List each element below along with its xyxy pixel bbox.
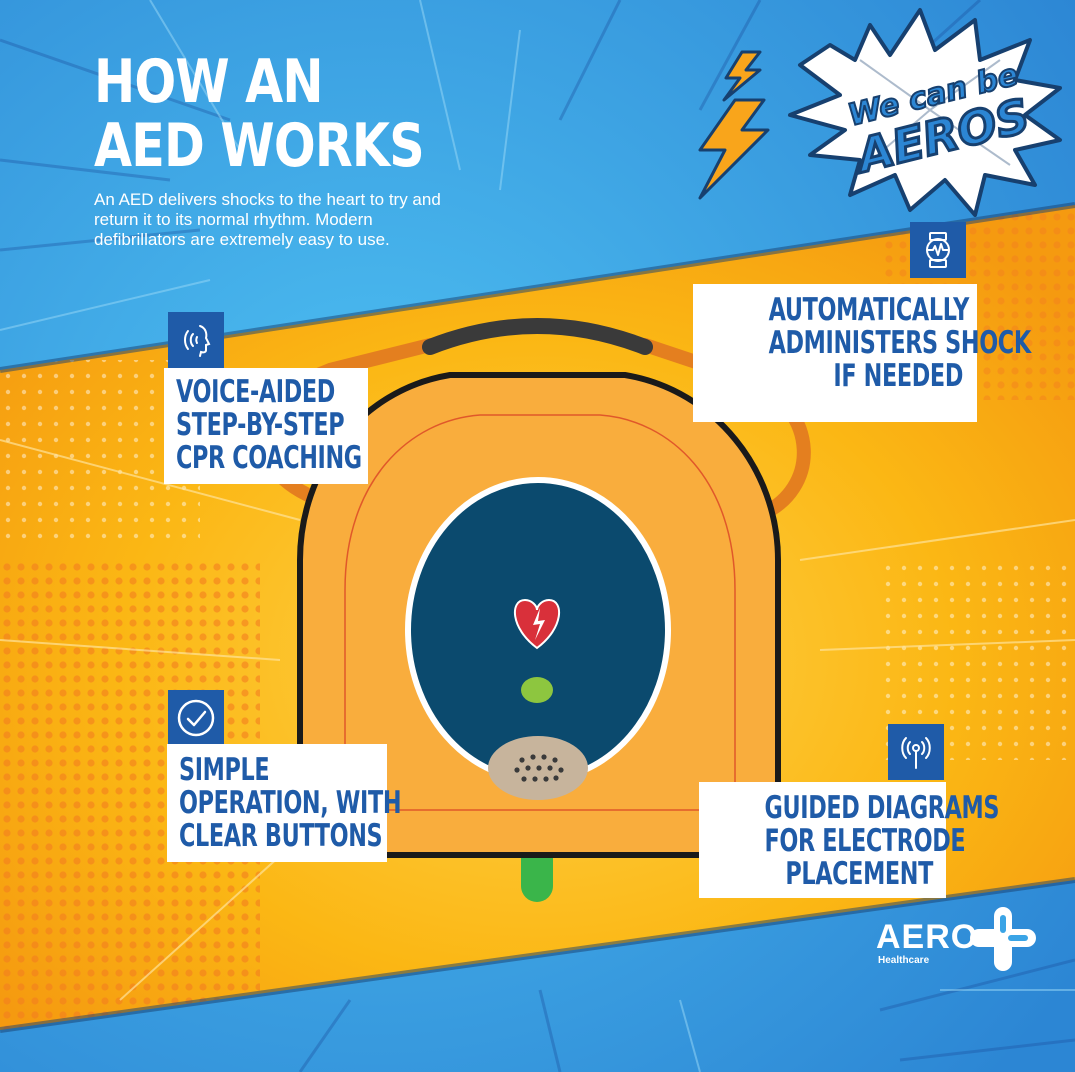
title-line-1: HOW AN: [94, 47, 324, 117]
intro-text: An AED delivers shocks to the heart to t…: [94, 190, 441, 249]
feature-shock-line-1: AUTOMATICALLY: [768, 292, 970, 328]
aed-device: [297, 372, 781, 858]
feature-voice-line-3: CPR COACHING: [176, 440, 362, 476]
voice-speech-icon: [168, 312, 224, 368]
feature-simple-line-1: SIMPLE: [179, 752, 270, 788]
signal-tower-icon: [888, 724, 944, 780]
brand-cross-icon: [970, 907, 1036, 971]
title-line-2: AED WORKS: [94, 111, 425, 181]
brand-logo-text: AERO: [876, 918, 979, 956]
feature-automatic-shock: AUTOMATICALLY ADMINISTERS SHOCK IF NEEDE…: [693, 284, 1032, 422]
feature-simple-line-2: OPERATION, WITH: [179, 785, 402, 821]
feature-simple-operation: SIMPLE OPERATION, WITH CLEAR BUTTONS: [167, 744, 402, 862]
feature-shock-line-3: IF NEEDED: [833, 358, 963, 394]
brand-tagline: Healthcare: [878, 955, 930, 966]
feature-voice-aided: VOICE-AIDED STEP-BY-STEP CPR COACHING: [164, 368, 368, 484]
feature-guided-diagrams: GUIDED DIAGRAMS FOR ELECTRODE PLACEMENT: [699, 782, 1000, 898]
feature-guided-line-2: FOR ELECTRODE: [764, 823, 966, 859]
feature-voice-line-2: STEP-BY-STEP: [176, 407, 345, 443]
badge-text: We can be AEROS: [844, 56, 1036, 175]
feature-simple-line-3: CLEAR BUTTONS: [179, 818, 383, 854]
comic-burst-badge: [788, 8, 1062, 217]
heartbeat-watch-icon: [910, 222, 966, 278]
feature-guided-line-3: PLACEMENT: [785, 856, 933, 892]
lightning-icon: [698, 50, 770, 200]
page-title: HOW AN AED WORKS: [94, 47, 425, 181]
feature-guided-line-1: GUIDED DIAGRAMS: [764, 790, 1000, 826]
checkmark-circle-icon: [168, 690, 224, 746]
feature-shock-line-2: ADMINISTERS SHOCK: [768, 325, 1032, 361]
feature-voice-line-1: VOICE-AIDED: [176, 374, 335, 410]
